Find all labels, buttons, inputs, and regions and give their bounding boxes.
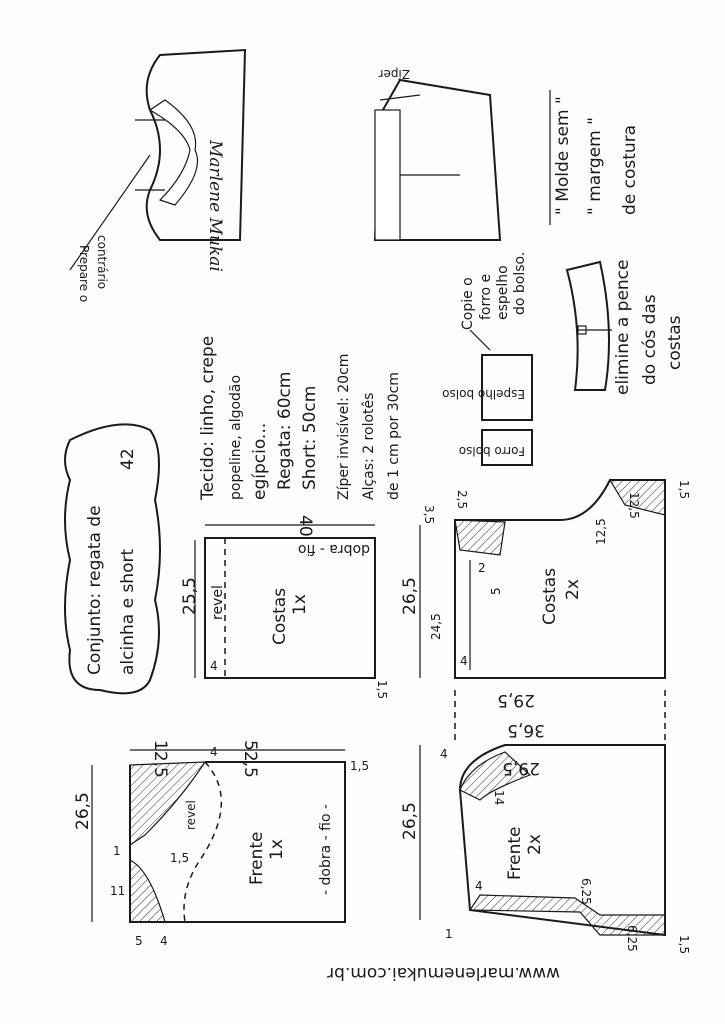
dim-total: 36,5: [507, 720, 545, 740]
title-line-1: Conjunto: regata de: [85, 505, 105, 675]
dim-m5: 4: [160, 934, 168, 948]
dim-width: 25,5: [180, 577, 200, 615]
dim-m4: 5: [135, 934, 143, 948]
dim-total: 52,5: [240, 740, 260, 778]
dim-m1: 4: [440, 747, 448, 761]
dim-m2: 2,5: [455, 490, 469, 509]
pocket-lining-label: Forro bolso: [459, 444, 525, 458]
tank-top-illustration: Prepare o contrário: [69, 48, 247, 302]
dim-m8: 2: [478, 561, 486, 575]
waistband-note-2: do cós das: [640, 294, 660, 385]
fabric-line-7: Alças: 2 rolotês: [361, 393, 377, 500]
fabric-line-3: egípcio...: [250, 423, 270, 500]
dim-m6: 1: [113, 844, 121, 858]
dim-m5: 1,5: [677, 480, 691, 499]
title-size: 42: [118, 448, 138, 470]
revel-label: revel: [210, 585, 226, 620]
dim-width: 29,5: [502, 758, 540, 778]
illus-note-2: contrário: [95, 235, 109, 289]
dim-m5: 1,5: [677, 935, 691, 954]
dim-m1: 4: [210, 745, 218, 759]
dim-width: 12,5: [150, 740, 170, 778]
back-shorts-pattern: Costas 2x 26,5 24,5 29,5 3,5 2,5 12,5 12…: [400, 479, 691, 710]
dim-height: 26,5: [400, 802, 420, 840]
fold-label: - dobra - fio -: [318, 804, 334, 895]
note-line-2: " margem ": [585, 117, 605, 215]
pocket-copy-2: forro e: [478, 274, 494, 320]
dim-m6: 1: [445, 927, 453, 941]
dim-m4: 6,25: [625, 925, 639, 952]
website-label: www.marlenemukai.com.br: [327, 963, 560, 983]
pocket-mirror-label: Espelho bolso: [442, 387, 525, 401]
front-top-pattern: Frente 1x - dobra - fio - revel 26,5 12,…: [73, 740, 369, 948]
piece-qty: 2x: [525, 834, 545, 855]
dim-m3: 6,25: [579, 878, 593, 905]
dim-m3: 11: [110, 884, 125, 898]
fabric-line-2: popeline, algodão: [228, 375, 244, 500]
fabric-line-1: Tecido: linho, crepe: [198, 336, 218, 501]
fabric-line-8: de 1 cm por 30cm: [386, 372, 402, 500]
waistband-note-1: elimine a pence: [613, 260, 633, 395]
fabric-line-5: Short: 50cm: [300, 386, 320, 490]
dim-height: 40: [295, 515, 315, 537]
fabric-info: Tecido: linho, crepe popeline, algodão e…: [198, 336, 402, 501]
title-line-2: alcinha e short: [118, 549, 138, 675]
front-shorts-pattern: Frente 2x 26,5 29,5 36,5 4 14 6,25 6,25 …: [400, 690, 691, 954]
back-top-pattern: revel Costas 1x dobra - fio 25,5 40 4 1,…: [180, 515, 389, 699]
signature: Marlene Mukai: [205, 139, 225, 272]
piece-qty: 1x: [267, 839, 287, 860]
dim-m7: 4: [475, 879, 483, 893]
pocket-copy-1: Copie o: [460, 277, 476, 330]
note-line-1: " Molde sem ": [553, 96, 573, 215]
shorts-illustration: Zíper: [373, 67, 502, 241]
piece-qty: 2x: [563, 579, 583, 600]
dim-width: 29,5: [497, 690, 535, 710]
pocket-copy-3: espelho: [495, 265, 511, 320]
waistband-piece: elimine a pence do cós das costas: [565, 260, 685, 395]
pocket-copy-4: do bolso.: [512, 252, 528, 315]
dim-m2: 1,5: [350, 759, 369, 773]
dim-1-5: 1,5: [375, 680, 389, 699]
fabric-line-6: Zíper invisível: 20cm: [336, 354, 352, 500]
piece-name: Frente: [505, 826, 525, 880]
dim-m7: 1,5: [170, 851, 189, 865]
no-seam-allowance-note: " Molde sem " " margem " de costura: [549, 90, 640, 225]
piece-qty: 1x: [290, 594, 310, 615]
dim-h2: 24,5: [429, 613, 443, 640]
dim-height: 26,5: [73, 792, 93, 830]
dim-m7: 4: [460, 654, 468, 668]
waistband-note-3: costas: [665, 315, 685, 370]
dim-4: 4: [210, 659, 218, 673]
dim-m1: 3,5: [422, 505, 436, 524]
revel-label: revel: [184, 800, 198, 830]
dim-m3: 12,5: [627, 492, 641, 519]
fabric-line-4: Regata: 60cm: [275, 372, 295, 490]
piece-name: Frente: [247, 831, 267, 885]
zipper-label: Zíper: [378, 67, 410, 81]
piece-name: Costas: [270, 588, 290, 645]
piece-name: Costas: [540, 568, 560, 625]
title-block: Conjunto: regata de alcinha e short 42: [64, 423, 161, 695]
dim-m6: 5: [489, 587, 503, 595]
dim-m4: 12,5: [594, 518, 608, 545]
note-line-3: de costura: [620, 125, 640, 215]
fold-label: dobra - fio: [298, 541, 370, 557]
dim-h1: 26,5: [400, 577, 420, 615]
illus-note-1: Prepare o: [77, 245, 91, 302]
pocket-pieces: Espelho bolso Forro bolso Copie o forro …: [442, 252, 533, 466]
dim-m2: 14: [492, 790, 506, 805]
